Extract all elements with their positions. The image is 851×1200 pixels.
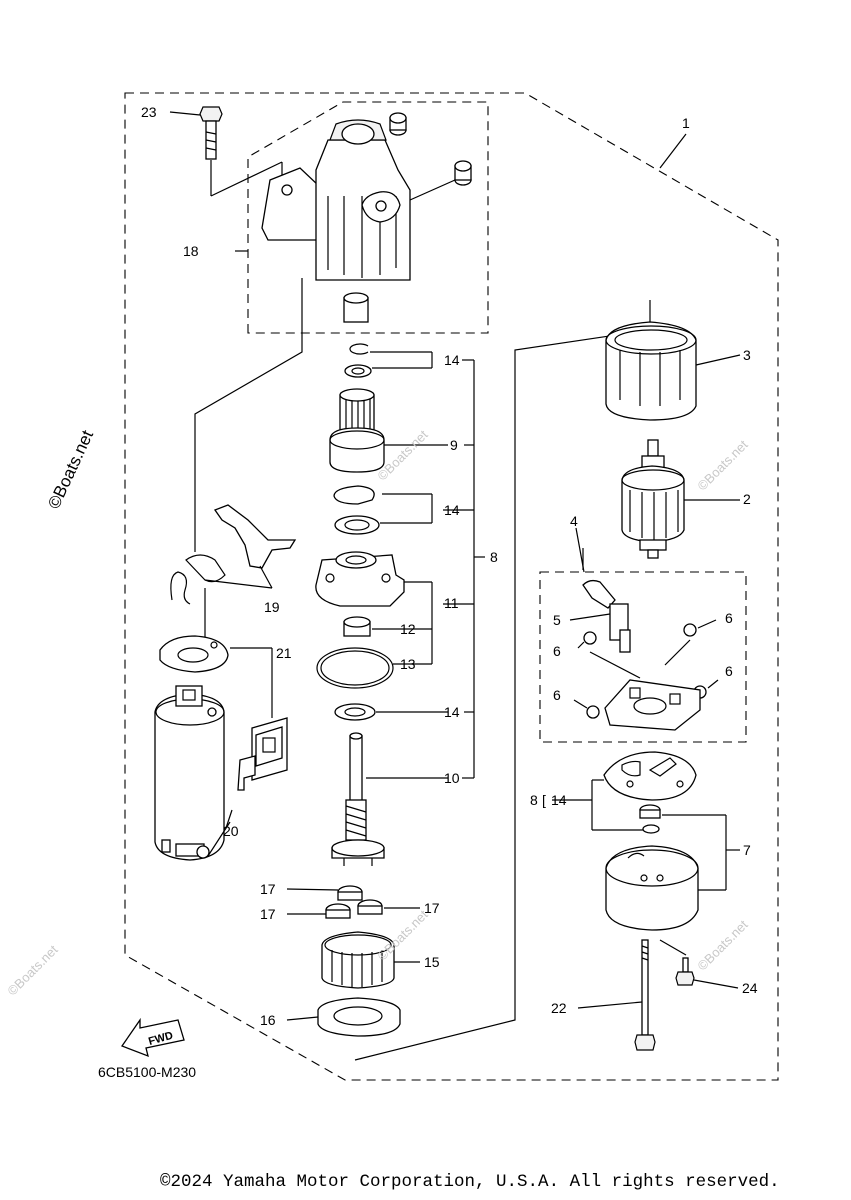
watermark-main: ©Boats.net <box>44 427 97 512</box>
assembly-boundary <box>124 92 779 1081</box>
callout-1[interactable]: 1 <box>682 115 690 131</box>
callout-6-upper-right[interactable]: 6 <box>725 610 733 626</box>
part-22-through-bolt[interactable] <box>577 939 656 1051</box>
part-19-shift-lever[interactable] <box>170 504 297 640</box>
callout-17-left[interactable]: 17 <box>260 906 276 922</box>
callout-19[interactable]: 19 <box>264 599 280 615</box>
part-14-snap-ring-middle[interactable] <box>333 485 433 535</box>
part-13-o-ring[interactable] <box>316 582 433 689</box>
part-23-bolt[interactable] <box>169 106 283 197</box>
callout-13[interactable]: 13 <box>400 656 416 672</box>
callout-10[interactable]: 10 <box>444 770 460 786</box>
callout-14-lower[interactable]: 14 <box>444 704 460 720</box>
callout-17-top[interactable]: 17 <box>260 881 276 897</box>
callout-9[interactable]: 9 <box>450 437 458 453</box>
leader-housing-to-lever <box>194 278 303 552</box>
watermark-lower-right: ©Boats.net <box>694 917 750 973</box>
group-8-bracket <box>443 359 485 779</box>
part-16-plate[interactable] <box>286 997 401 1037</box>
callout-14-rear[interactable]: 14 <box>551 792 567 808</box>
part-8-14-brush-plate[interactable] <box>552 751 697 834</box>
callout-5[interactable]: 5 <box>553 612 561 628</box>
diagram-code: 6CB5100-M230 <box>98 1064 196 1080</box>
callout-labels: 1 2 3 4 5 6 6 6 6 7 8 [ 14 8 9 10 11 12 … <box>141 104 758 1028</box>
callout-22[interactable]: 22 <box>551 1000 567 1016</box>
leader-part-4 <box>575 527 585 573</box>
callout-8-rear[interactable]: 8 <box>530 792 538 808</box>
part-14-snap-ring-top[interactable] <box>344 343 433 378</box>
part-9-pinion-clutch[interactable] <box>329 388 448 473</box>
part-2-armature[interactable] <box>621 439 740 559</box>
part-24-screw[interactable] <box>659 939 739 989</box>
callout-15[interactable]: 15 <box>424 954 440 970</box>
part-14-washer-lower[interactable] <box>334 703 448 721</box>
part-17-planet-gears[interactable] <box>286 885 420 919</box>
starter-motor-exploded-diagram: FWD 1 2 3 4 5 6 6 6 6 7 8 [ 14 8 9 10 11… <box>4 92 779 1081</box>
part-18-starter-housing[interactable] <box>235 112 472 323</box>
callout-6-lower-left[interactable]: 6 <box>553 687 561 703</box>
callout-23[interactable]: 23 <box>141 104 157 120</box>
leader-part-20 <box>225 809 233 829</box>
part-3-yoke[interactable] <box>605 321 741 421</box>
callout-3[interactable]: 3 <box>743 347 751 363</box>
forward-direction-arrow: FWD <box>120 1017 185 1058</box>
callout-21[interactable]: 21 <box>276 645 292 661</box>
watermark-lower-center: ©Boats.net <box>374 907 430 963</box>
part-20-starter-relay[interactable] <box>154 685 231 861</box>
callout-7[interactable]: 7 <box>743 842 751 858</box>
part-21-gasket[interactable] <box>159 635 288 791</box>
part-11-front-cover[interactable] <box>315 551 432 607</box>
callout-4[interactable]: 4 <box>570 513 578 529</box>
leader-right-assembly <box>354 300 651 1061</box>
callout-18[interactable]: 18 <box>183 243 199 259</box>
callout-14-middle[interactable]: 14 <box>444 502 460 518</box>
callout-17-right[interactable]: 17 <box>424 900 440 916</box>
callout-6-lower-right[interactable]: 6 <box>725 663 733 679</box>
callout-14-top[interactable]: 14 <box>444 352 460 368</box>
callout-12[interactable]: 12 <box>400 621 416 637</box>
callout-11[interactable]: 11 <box>444 595 459 611</box>
part-10-drive-shaft[interactable] <box>331 732 448 866</box>
brush-holder-group-boundary <box>539 571 747 743</box>
callout-16[interactable]: 16 <box>260 1012 276 1028</box>
part-4-brush-holder[interactable] <box>604 679 701 731</box>
watermark-lower-left: ©Boats.net <box>4 942 60 998</box>
callout-24[interactable]: 24 <box>742 980 758 996</box>
part-7-rear-cover[interactable] <box>605 814 740 931</box>
part-12-bearing[interactable] <box>343 616 432 637</box>
part-5-brush[interactable] <box>569 548 631 653</box>
callout-6-upper-left[interactable]: 6 <box>553 643 561 659</box>
watermark-right: ©Boats.net <box>694 437 750 493</box>
leader-part-1 <box>659 133 687 169</box>
part-15-internal-gear[interactable] <box>321 931 420 989</box>
callout-8-bracket: [ <box>542 792 546 808</box>
copyright-notice: ©2024 Yamaha Motor Corporation, U.S.A. A… <box>160 1172 780 1192</box>
callout-8[interactable]: 8 <box>490 549 498 565</box>
callout-20[interactable]: 20 <box>223 823 239 839</box>
callout-2[interactable]: 2 <box>743 491 751 507</box>
